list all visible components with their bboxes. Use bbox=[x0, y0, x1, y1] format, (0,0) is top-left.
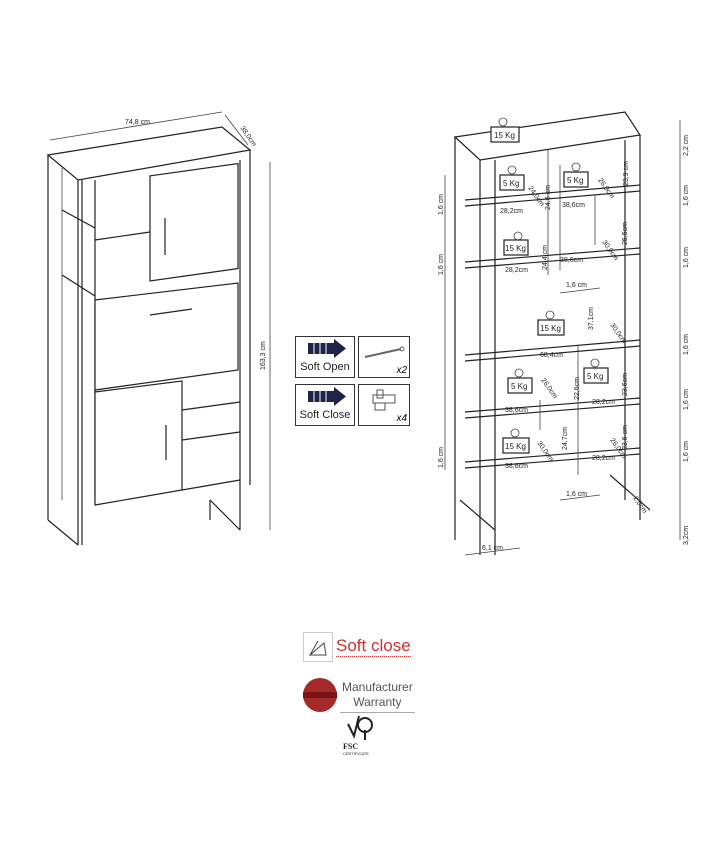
dim-height: 23,6cm bbox=[622, 373, 629, 396]
fsc-certificate-label: CERTIFICATE bbox=[343, 751, 369, 756]
flap-door bbox=[94, 282, 239, 391]
width-dimension: 74,8 cm bbox=[125, 119, 150, 126]
cabinet-closed-view: 74,8 cm 38,0cm 163,3 cm bbox=[46, 111, 271, 546]
dim-divider: 1,6 cm bbox=[566, 282, 587, 289]
soft-close-label: Soft Close bbox=[299, 409, 351, 421]
dim-shelf-width: 28,2cm bbox=[592, 399, 615, 406]
arrow-icon bbox=[308, 339, 346, 358]
fsc-tree-icon bbox=[347, 715, 373, 740]
dim-depth: 30,0cm bbox=[535, 440, 554, 463]
soft-close-icon bbox=[303, 632, 333, 662]
fsc-label: FSC bbox=[343, 742, 359, 751]
dim-height: 25,5cm bbox=[622, 222, 629, 245]
dim-shelf-thickness: 1,6 cm bbox=[438, 447, 445, 468]
svg-text:5 Kg: 5 Kg bbox=[567, 176, 583, 185]
dim-height: 24,7cm bbox=[562, 427, 569, 450]
upper-door bbox=[149, 162, 239, 282]
dim-shelf-width: 28,2cm bbox=[592, 455, 615, 462]
svg-text:15 Kg: 15 Kg bbox=[540, 324, 561, 333]
dim-height: 24,4 cm bbox=[542, 245, 549, 270]
soft-close-feature: Soft Close bbox=[295, 384, 355, 426]
warranty-line2: Warranty bbox=[353, 695, 402, 709]
soft-open-label: Soft Open bbox=[300, 361, 350, 373]
soft-close-part: x4 bbox=[358, 384, 410, 426]
dim-shelf-thickness: 1,6 cm bbox=[438, 194, 445, 215]
hinge-icon bbox=[372, 389, 396, 411]
weight-15kg: 15 Kg bbox=[502, 428, 530, 454]
soft-open-part: x2 bbox=[358, 336, 410, 378]
dim-shelf-thickness: 1,6 cm bbox=[683, 185, 690, 206]
arrow-icon bbox=[308, 387, 346, 406]
svg-text:5 Kg: 5 Kg bbox=[511, 382, 527, 391]
dim-shelf-width: 28,2cm bbox=[505, 267, 528, 274]
soft-open-quantity: x2 bbox=[396, 365, 407, 376]
manufacturer-warranty-badge: Manufacturer Warranty bbox=[340, 680, 415, 713]
soft-close-badge: Soft close bbox=[336, 636, 411, 657]
soft-close-quantity: x4 bbox=[396, 413, 407, 424]
dim-height: 23,6 cm bbox=[622, 425, 629, 450]
dim-top-thickness: 2,2 cm bbox=[683, 135, 690, 156]
dim-leg-width: 6,1 cm bbox=[482, 545, 503, 552]
dim-shelf-thickness: 1,6 cm bbox=[683, 247, 690, 268]
dim-shelf-thickness: 1,6 cm bbox=[683, 441, 690, 462]
height-dimension: 163,3 cm bbox=[260, 341, 267, 370]
weight-15kg: 15 Kg bbox=[537, 310, 565, 336]
dim-shelf-width: 68,4cm bbox=[540, 352, 563, 359]
dim-foot-height: 3,2cm bbox=[683, 526, 690, 545]
warranty-line1: Manufacturer bbox=[342, 680, 413, 694]
dim-divider: 1,6 cm bbox=[566, 491, 587, 498]
cabinet-open-view: 15 Kg 5 Kg 5 Kg 15 Kg 15 Kg 5 Kg 5 Kg 15… bbox=[438, 111, 690, 556]
weight-5kg: 5 Kg bbox=[563, 162, 589, 188]
svg-text:15 Kg: 15 Kg bbox=[494, 131, 515, 140]
dim-height: 23,9 cm bbox=[623, 161, 630, 186]
dim-shelf-thickness: 1,6 cm bbox=[683, 389, 690, 410]
svg-text:15 Kg: 15 Kg bbox=[505, 442, 526, 451]
dim-shelf-width: 38,6cm bbox=[560, 257, 583, 264]
svg-text:5 Kg: 5 Kg bbox=[503, 179, 519, 188]
lower-door bbox=[94, 380, 183, 506]
dim-height: 22,6cm bbox=[574, 377, 581, 400]
dim-shelf-thickness: 1,6 cm bbox=[683, 334, 690, 355]
dim-height: 24,6 cm bbox=[545, 185, 552, 210]
dim-shelf-thickness: 1,6 cm bbox=[438, 254, 445, 275]
dim-shelf-width: 38,6cm bbox=[562, 202, 585, 209]
dim-shelf-width: 38,6cm bbox=[505, 407, 528, 414]
dim-shelf-width: 28,2cm bbox=[500, 208, 523, 215]
weight-15kg-top: 15 Kg bbox=[490, 117, 520, 143]
weight-15kg: 15 Kg bbox=[503, 231, 529, 256]
weight-5kg: 5 Kg bbox=[499, 165, 525, 191]
dim-shelf-width: 38,6cm bbox=[505, 463, 528, 470]
svg-text:5 Kg: 5 Kg bbox=[587, 372, 603, 381]
dim-depth: 26,0cm bbox=[539, 377, 558, 400]
weight-5kg: 5 Kg bbox=[583, 358, 609, 384]
svg-text:15 Kg: 15 Kg bbox=[505, 244, 526, 253]
gas-strut-icon bbox=[364, 346, 405, 358]
warranty-seal-icon bbox=[303, 678, 337, 712]
dim-height: 37,1cm bbox=[588, 307, 595, 330]
soft-open-feature: Soft Open bbox=[295, 336, 355, 378]
dim-depth: 24,0cm bbox=[526, 185, 545, 208]
weight-5kg: 5 Kg bbox=[507, 368, 533, 394]
